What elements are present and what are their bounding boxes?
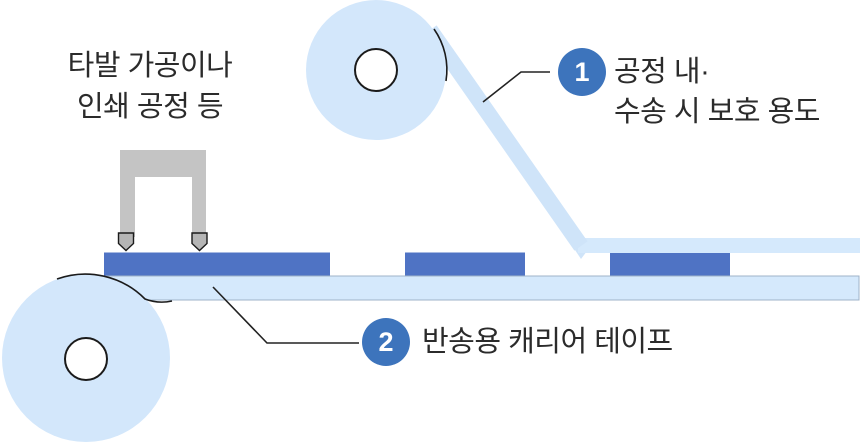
- leader-line-callout-1: [482, 71, 550, 103]
- component-strip-1: [104, 252, 330, 276]
- process-note: 타발 가공이나 인쇄 공정 등: [40, 46, 260, 128]
- process-note-line1: 타발 가공이나: [67, 50, 233, 82]
- protective-film-band: [578, 238, 860, 253]
- component-strip-3: [610, 252, 730, 276]
- callout-2-badge: 2: [362, 318, 410, 366]
- bottom-reel-tape-edge-arc: [56, 273, 173, 303]
- top-reel-tape-edge-arc: [433, 28, 448, 82]
- callout-1-badge: 1: [558, 48, 606, 96]
- top-reel-hub: [354, 48, 398, 92]
- callout-1-line2: 수송 시 보호 용도: [614, 96, 820, 128]
- component-strip-2: [405, 252, 525, 276]
- callout-2-number: 2: [378, 326, 394, 357]
- callout-1-label: 공정 내· 수송 시 보호 용도: [614, 52, 820, 132]
- callout-2-label: 반송용 캐리어 테이프: [422, 326, 673, 358]
- callout-1-line1: 공정 내·: [614, 56, 710, 88]
- process-note-line2: 인쇄 공정 등: [76, 91, 224, 123]
- leader-line-callout-2: [212, 286, 359, 344]
- press-punch-left: [117, 232, 135, 252]
- press-opening: [135, 177, 192, 250]
- press-punch-right: [191, 232, 208, 252]
- carrier-tape-band: [85, 275, 860, 301]
- callout-1-number: 1: [574, 56, 590, 87]
- bottom-reel-hub: [64, 337, 108, 381]
- protective-film-diagonal: [423, 25, 588, 251]
